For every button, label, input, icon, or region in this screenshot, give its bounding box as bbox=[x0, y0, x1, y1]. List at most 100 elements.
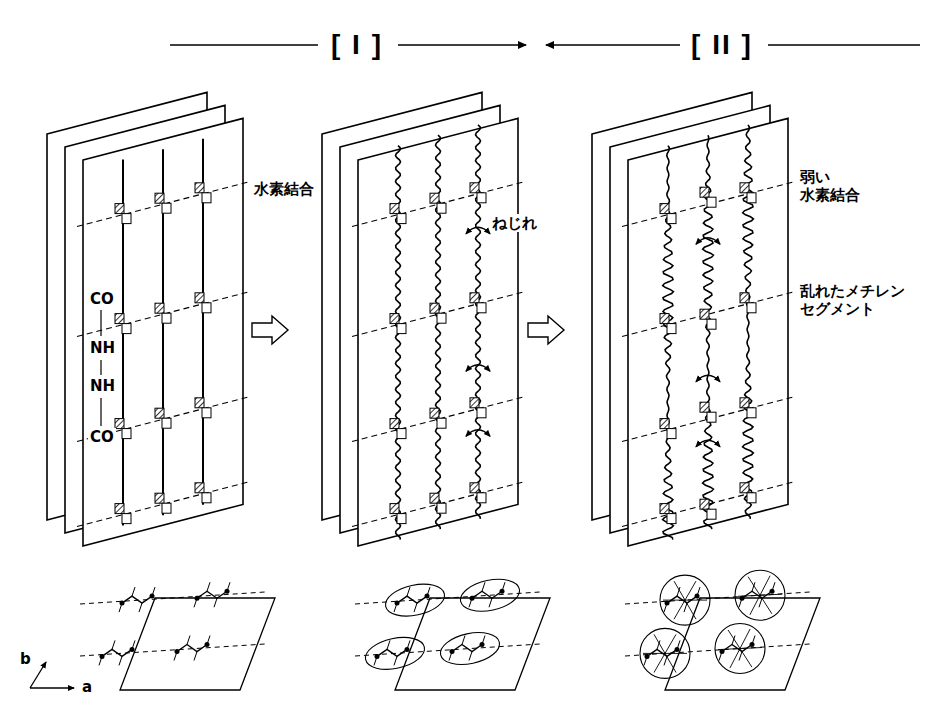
side-bond bbox=[732, 636, 735, 645]
amide-co bbox=[740, 398, 749, 408]
callout-label: 乱れたメチレン セグメント bbox=[798, 282, 916, 318]
callout-label: 水素結合 bbox=[252, 180, 316, 198]
amide-nh bbox=[747, 493, 756, 503]
side-bond bbox=[677, 587, 680, 596]
atom-dot bbox=[675, 647, 680, 652]
atom-dot bbox=[750, 642, 755, 647]
amide-co bbox=[115, 504, 124, 514]
amide-nh bbox=[477, 303, 486, 313]
bond-bar bbox=[100, 310, 101, 336]
zigzag-chain bbox=[452, 645, 482, 652]
amide-nh bbox=[667, 429, 676, 439]
atom-dot bbox=[480, 642, 485, 647]
atom-dot bbox=[225, 589, 230, 594]
amide-co bbox=[390, 504, 399, 514]
header-arrow bbox=[546, 44, 680, 46]
amide-nh bbox=[397, 214, 406, 224]
group-label: NH bbox=[88, 377, 117, 395]
amide-nh bbox=[397, 324, 406, 334]
unit-cell bbox=[395, 598, 550, 690]
atom-dot bbox=[740, 596, 745, 601]
atom-dot bbox=[405, 647, 410, 652]
zigzag-chain bbox=[472, 591, 502, 598]
twist-arrow bbox=[466, 430, 490, 437]
amide-co bbox=[430, 408, 439, 418]
twist-arrow bbox=[696, 238, 720, 245]
amide-co bbox=[430, 193, 439, 203]
amide-co bbox=[195, 398, 204, 408]
zigzag-chain bbox=[377, 649, 407, 656]
amide-nh bbox=[202, 408, 211, 418]
disordered-chain bbox=[685, 600, 707, 601]
atom-dot bbox=[720, 649, 725, 654]
amide-co bbox=[195, 293, 204, 303]
zigzag-chain bbox=[647, 649, 677, 656]
zigzag-chain bbox=[397, 596, 427, 603]
amide-co bbox=[660, 314, 669, 324]
atom-dot bbox=[425, 594, 430, 599]
atom-dot bbox=[470, 596, 475, 601]
hydrogen-bond-line bbox=[352, 291, 526, 336]
hydrogen-bond-line bbox=[625, 644, 810, 656]
atom-dot bbox=[450, 649, 455, 654]
group-label: CO bbox=[88, 428, 116, 446]
amide-co bbox=[470, 398, 479, 408]
sheet-plane bbox=[83, 118, 243, 546]
twist-arrow bbox=[466, 227, 490, 234]
amide-co bbox=[470, 293, 479, 303]
amide-co bbox=[660, 204, 669, 214]
callout-label: ねじれ bbox=[490, 214, 539, 232]
atom-dot bbox=[375, 654, 380, 659]
atom-dot bbox=[500, 589, 505, 594]
amide-nh bbox=[667, 324, 676, 334]
atom-dot bbox=[665, 601, 670, 606]
amide-nh bbox=[707, 412, 716, 422]
zigzag-chain bbox=[197, 591, 227, 598]
transition-arrow bbox=[252, 316, 288, 344]
atom-dot bbox=[120, 601, 125, 606]
amide-nh bbox=[747, 303, 756, 313]
amide-nh bbox=[747, 193, 756, 203]
side-bond bbox=[469, 652, 472, 661]
amide-co bbox=[430, 303, 439, 313]
amide-nh bbox=[707, 319, 716, 329]
side-bond bbox=[482, 582, 485, 591]
amide-nh bbox=[707, 197, 716, 207]
side-bond bbox=[752, 582, 755, 591]
rotation-circle bbox=[715, 624, 765, 674]
axis-label: b bbox=[18, 650, 33, 668]
side-bond bbox=[207, 582, 210, 591]
rotation-circle bbox=[640, 628, 690, 678]
amide-co bbox=[155, 493, 164, 503]
disordered-chain bbox=[730, 649, 740, 669]
bond-bar bbox=[100, 360, 101, 375]
zigzag-chain bbox=[667, 596, 697, 603]
side-bond bbox=[112, 640, 115, 649]
hydrogen-bond-line bbox=[80, 644, 265, 656]
rotation-circle bbox=[735, 570, 785, 620]
atom-dot bbox=[150, 594, 155, 599]
amide-nh bbox=[397, 514, 406, 524]
amide-co bbox=[155, 193, 164, 203]
hydrogen-bond-line bbox=[625, 592, 810, 604]
group-label: NH bbox=[88, 339, 117, 357]
callout-label: 弱い 水素結合 bbox=[798, 168, 877, 204]
amide-nh bbox=[202, 193, 211, 203]
amide-co bbox=[740, 293, 749, 303]
zigzag-chain bbox=[102, 649, 132, 656]
sheet-plane bbox=[628, 118, 788, 546]
atom-dot bbox=[130, 647, 135, 652]
amide-nh bbox=[477, 193, 486, 203]
side-bond bbox=[664, 656, 667, 665]
bond-bar bbox=[100, 398, 101, 426]
motion-ellipse bbox=[438, 628, 503, 670]
disordered-chain bbox=[750, 595, 760, 615]
disordered-chain bbox=[740, 648, 762, 649]
atom-dot bbox=[205, 642, 210, 647]
amide-co bbox=[390, 419, 399, 429]
disordered-chain bbox=[760, 594, 782, 595]
amide-nh bbox=[437, 203, 446, 213]
side-bond bbox=[387, 640, 390, 649]
amide-co bbox=[115, 314, 124, 324]
